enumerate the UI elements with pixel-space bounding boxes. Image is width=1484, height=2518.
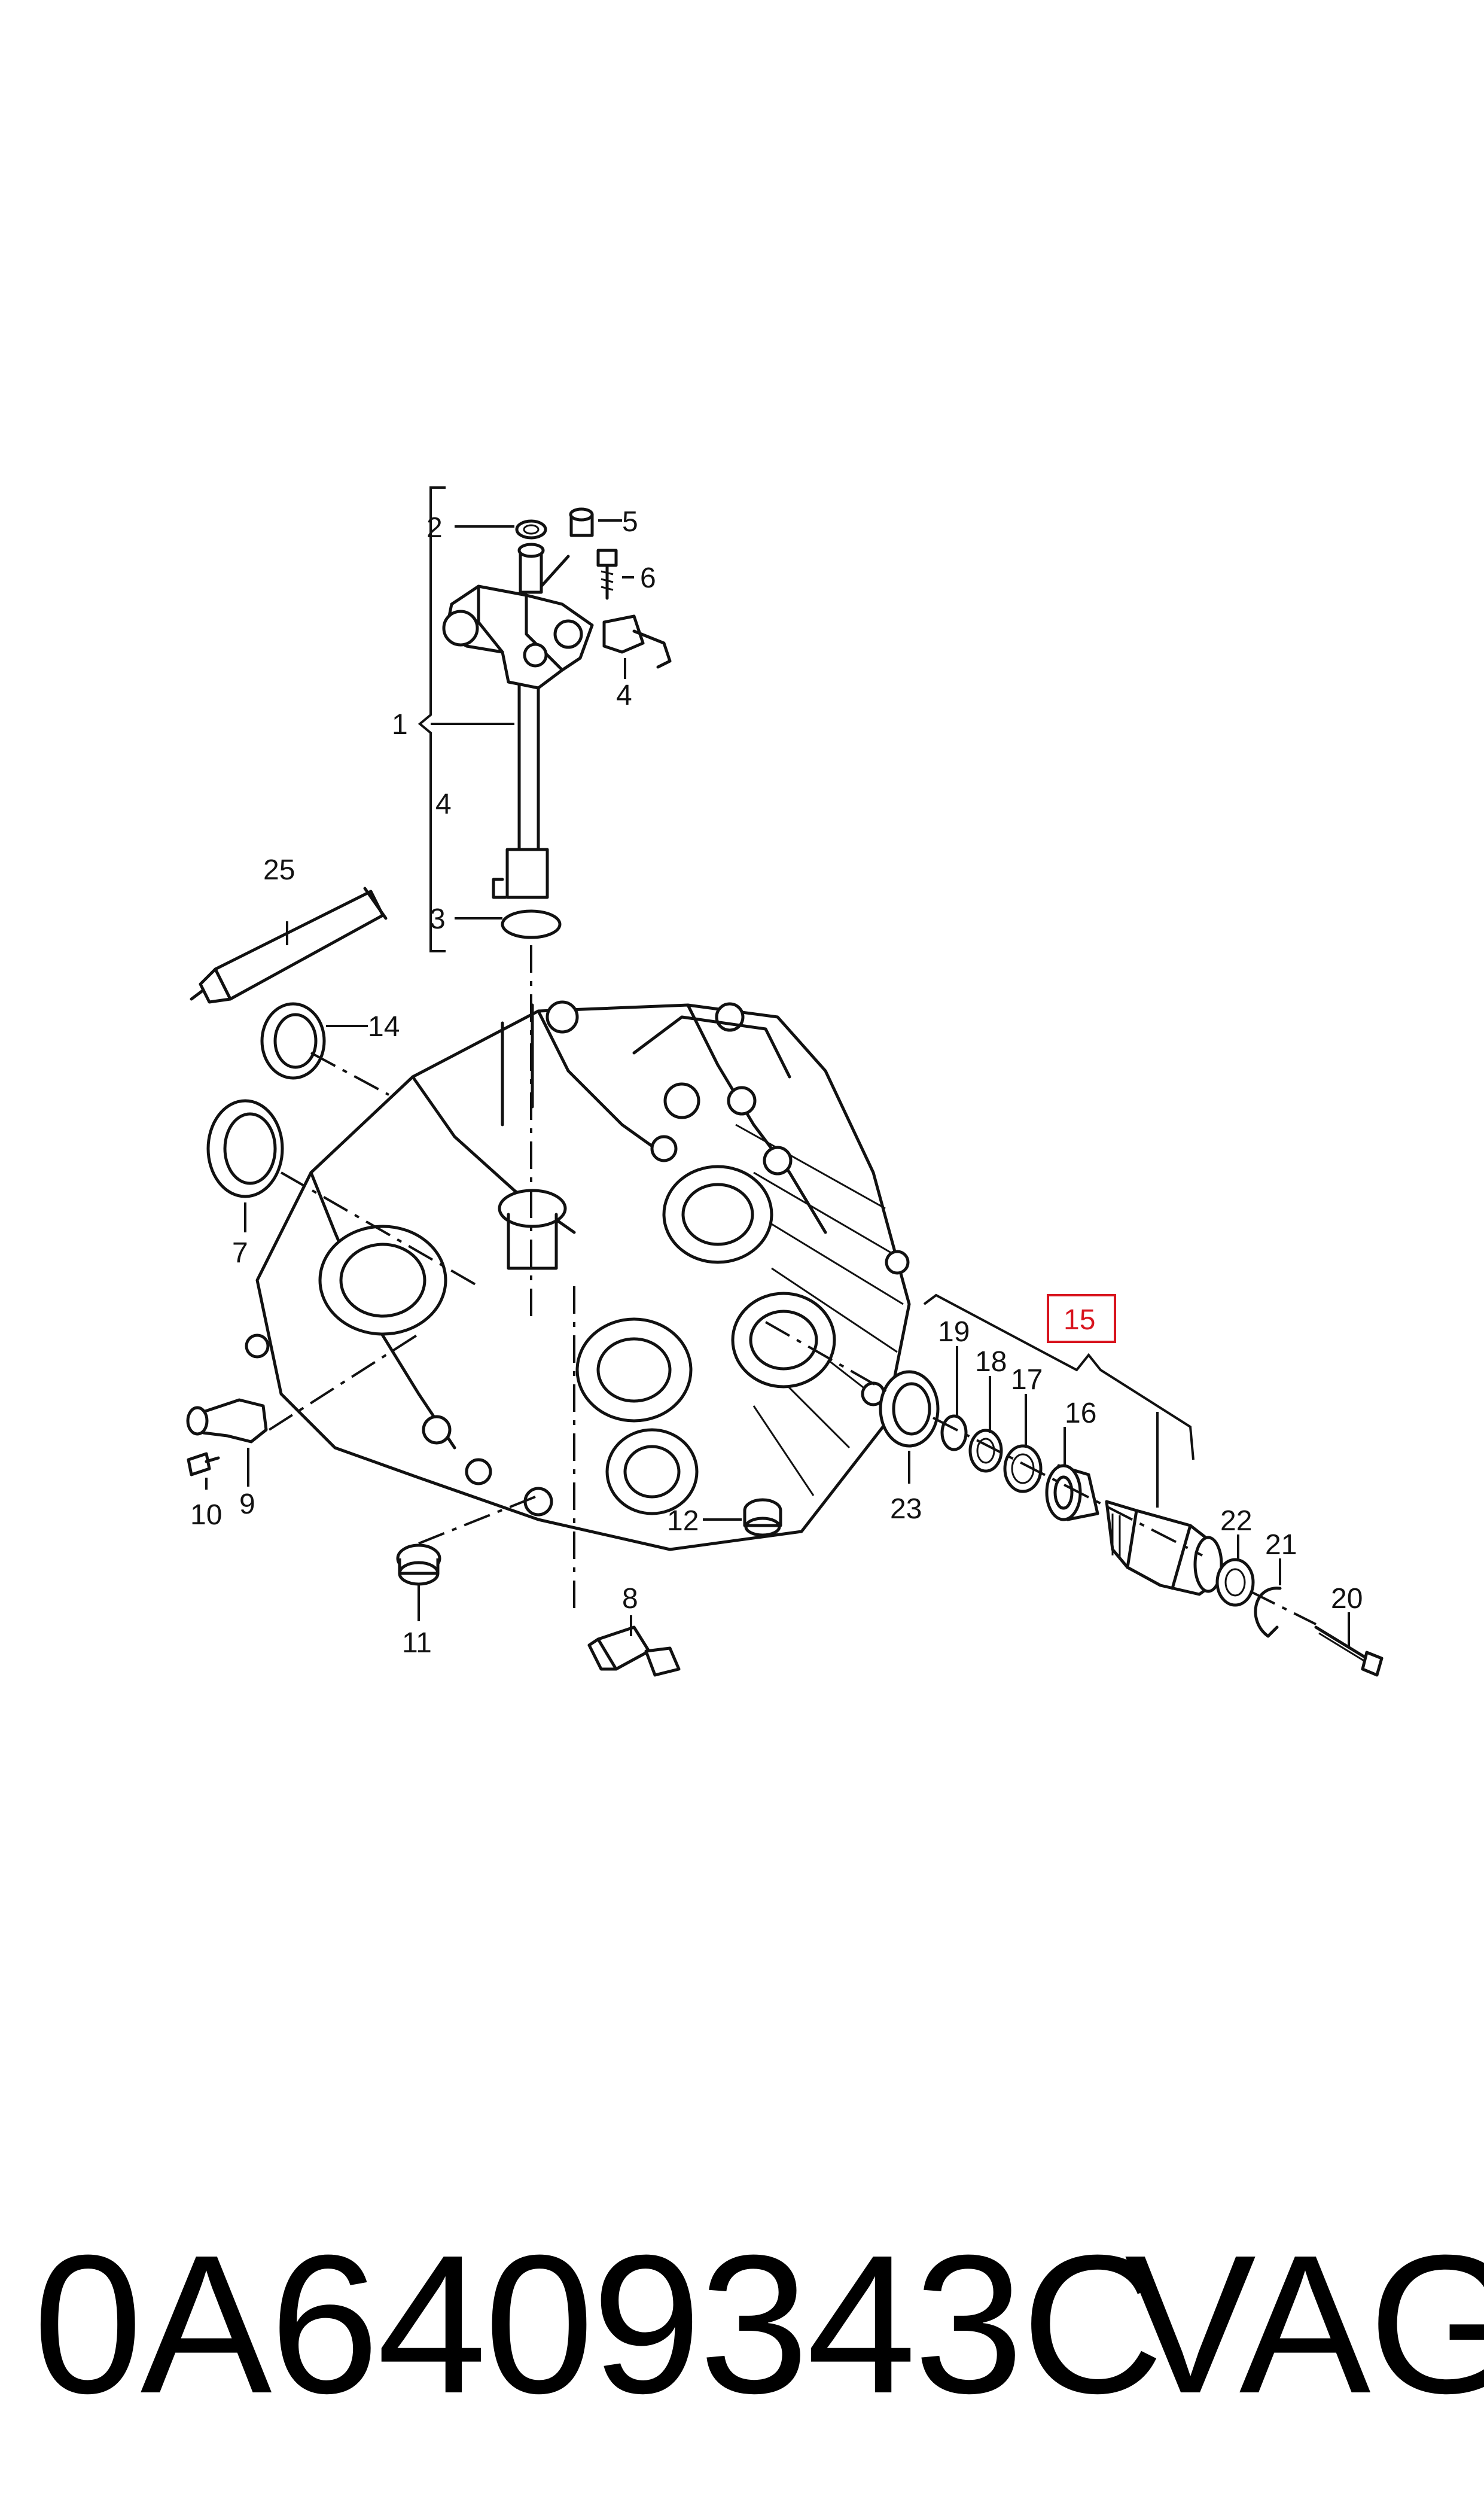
sensor-9 [186,1398,268,1444]
seal-7 [206,1099,284,1198]
flange-assembly-15 [879,1370,1384,1677]
callout-4b: 4 [435,788,452,820]
switch-4 [602,614,672,669]
callout-20: 20 [1331,1583,1363,1615]
plug-11 [396,1543,441,1586]
bolt-6 [596,549,618,600]
o-ring-3 [501,909,562,939]
sealant-tube-25 [190,887,388,1004]
plug-12 [743,1498,782,1537]
callout-11: 11 [402,1627,432,1659]
callout-15-highlight-box [1047,1294,1116,1343]
seal-ring-2 [515,519,547,540]
brand-name: VAG [1125,2213,1484,2434]
seal-14 [260,1002,326,1080]
callout-3: 3 [429,903,446,935]
callout-23: 23 [890,1493,922,1525]
callout-21: 21 [1265,1529,1297,1561]
callout-17: 17 [1011,1364,1043,1396]
callout-4a: 4 [616,680,632,711]
callout-labels: 2 5 6 4 1 4 3 25 14 7 10 9 11 12 8 23 19… [190,506,1363,1659]
callout-1: 1 [392,709,408,741]
callout-25: 25 [263,854,295,886]
assembly-center-lines [268,945,1317,1625]
callout-7: 7 [232,1237,248,1269]
callout-18: 18 [975,1346,1007,1378]
bolt-10 [187,1452,220,1476]
callout-22: 22 [1220,1505,1252,1537]
cap-5 [569,507,594,537]
part-number: 0A6409343C [33,2213,1164,2434]
gearbox-housing [245,1000,911,1551]
callout-15: 15 [1064,1304,1095,1336]
shift-mechanism [442,543,594,899]
callout-8: 8 [622,1583,638,1615]
callout-6: 6 [640,562,656,594]
callout-19: 19 [938,1316,970,1348]
switch-8 [587,1625,681,1677]
callout-12: 12 [667,1505,699,1537]
callout-14: 14 [368,1011,400,1043]
callout-9: 9 [239,1488,255,1520]
callout-16: 16 [1065,1397,1096,1429]
callout-10: 10 [190,1499,222,1531]
callout-2: 2 [426,512,443,544]
leader-lines [205,486,1350,1648]
callout-5: 5 [622,506,638,538]
